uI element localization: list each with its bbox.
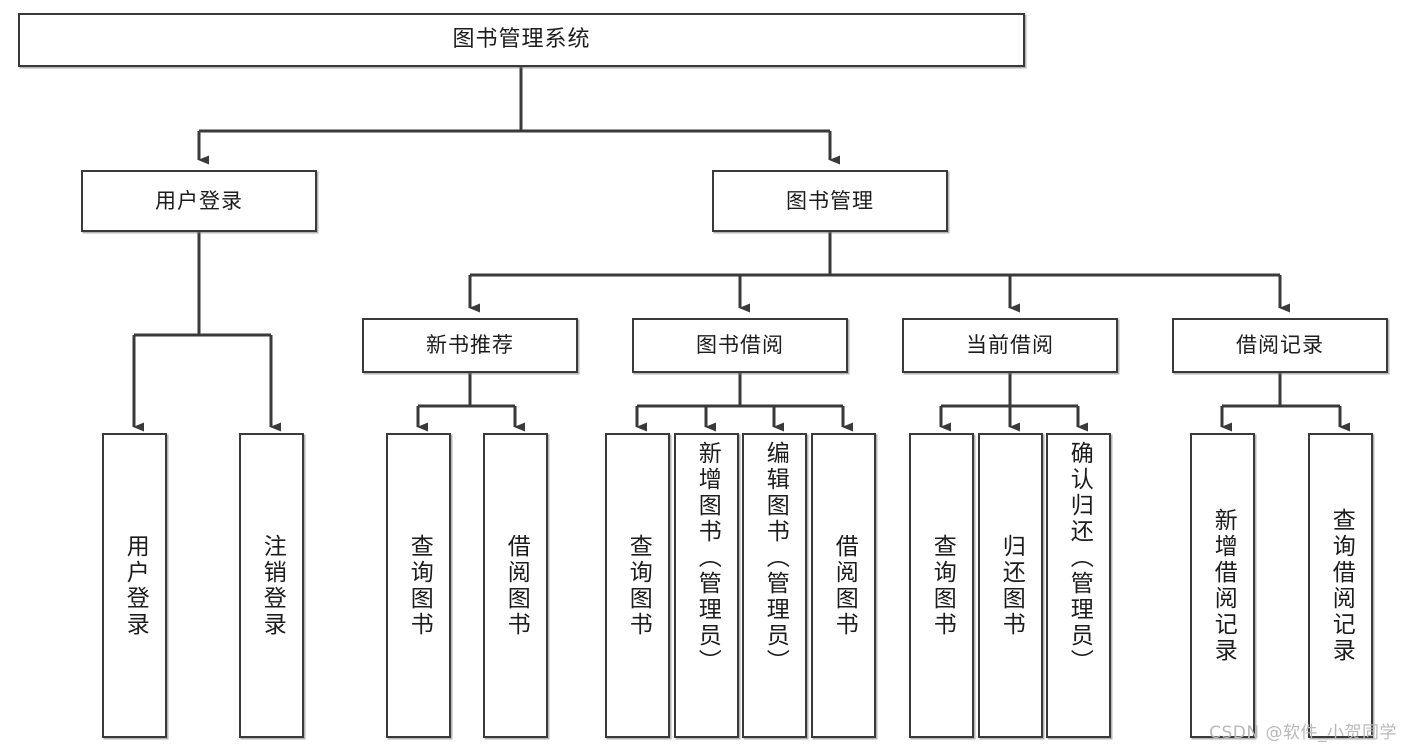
node-label: 查询图书 — [406, 533, 433, 638]
node-label: 借阅图书 — [503, 533, 530, 638]
node-label: 用户登录 — [122, 533, 149, 638]
node-label: 当前借阅 — [966, 333, 1054, 358]
node-book-borrow[interactable]: 图书借阅 — [632, 318, 848, 373]
node-leaf-query-borrow-record[interactable]: 查询借阅记录 — [1308, 433, 1373, 738]
node-label: 图书管理系统 — [452, 27, 591, 53]
node-label: 确认归还（管理员） — [1066, 441, 1093, 675]
node-label: 归还图书 — [998, 533, 1025, 638]
node-label: 用户登录 — [155, 188, 243, 213]
node-label: 注销登录 — [259, 533, 286, 638]
node-leaf-user-logout[interactable]: 注销登录 — [239, 433, 304, 738]
node-leaf-add-book-admin[interactable]: 新增图书（管理员） — [674, 433, 739, 738]
node-current-borrow[interactable]: 当前借阅 — [902, 318, 1118, 373]
node-root-book-management-system[interactable]: 图书管理系统 — [18, 13, 1025, 67]
node-label: 新书推荐 — [426, 333, 514, 358]
node-leaf-add-borrow-record[interactable]: 新增借阅记录 — [1190, 433, 1255, 738]
node-leaf-query-book-borrow[interactable]: 查询图书 — [605, 433, 670, 738]
node-label: 查询图书 — [625, 533, 652, 638]
node-label: 编辑图书（管理员） — [762, 441, 789, 675]
node-label: 借阅图书 — [831, 533, 858, 638]
node-leaf-borrow-book[interactable]: 借阅图书 — [811, 433, 876, 738]
node-leaf-return-book[interactable]: 归还图书 — [978, 433, 1043, 738]
node-borrow-record[interactable]: 借阅记录 — [1172, 318, 1388, 373]
node-label: 查询图书 — [929, 533, 956, 638]
node-book-management[interactable]: 图书管理 — [712, 170, 948, 232]
node-leaf-query-book-current[interactable]: 查询图书 — [909, 433, 974, 738]
node-label: 新增图书（管理员） — [694, 441, 721, 675]
node-label: 图书管理 — [786, 188, 874, 213]
node-leaf-edit-book-admin[interactable]: 编辑图书（管理员） — [742, 433, 807, 738]
node-user-login[interactable]: 用户登录 — [81, 170, 317, 232]
node-label: 图书借阅 — [696, 333, 784, 358]
node-leaf-query-book-recommend[interactable]: 查询图书 — [386, 433, 451, 738]
node-new-book-recommend[interactable]: 新书推荐 — [362, 318, 578, 373]
node-leaf-confirm-return-admin[interactable]: 确认归还（管理员） — [1046, 433, 1111, 738]
node-label: 新增借阅记录 — [1210, 507, 1237, 664]
node-leaf-borrow-book-recommend[interactable]: 借阅图书 — [483, 433, 548, 738]
node-leaf-user-login[interactable]: 用户登录 — [102, 433, 167, 738]
node-label: 借阅记录 — [1236, 333, 1324, 358]
node-label: 查询借阅记录 — [1328, 507, 1355, 664]
